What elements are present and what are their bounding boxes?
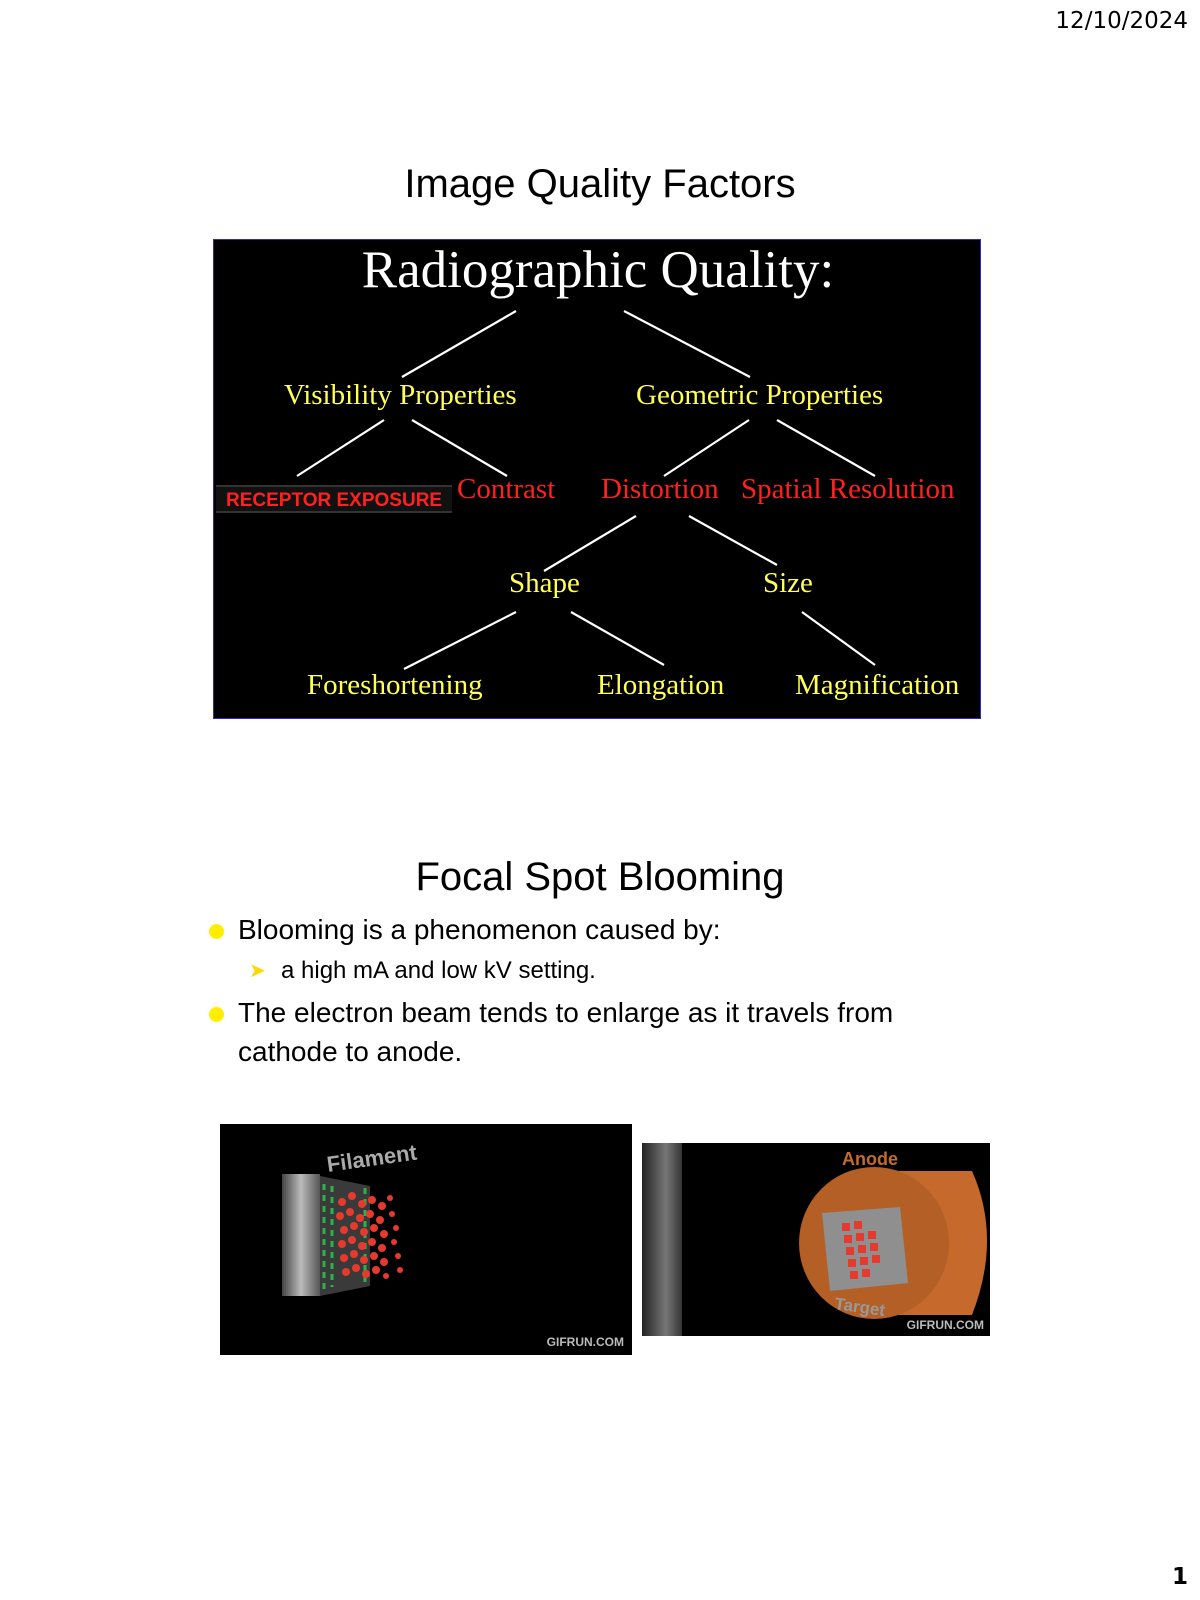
line-geometric-spatial [776,419,876,477]
bullet-text: Blooming is a phenomenon caused by: [238,914,721,945]
bullet-item: The electron beam tends to enlarge as it… [205,993,995,1071]
line-distortion-shape [543,515,637,572]
line-shape-elongation [570,611,665,666]
line-size-magnification [801,611,876,666]
spatial-resolution-label: Spatial Resolution [741,473,955,505]
foreshortening-label: Foreshortening [307,669,483,701]
geometric-properties-label: Geometric Properties [636,379,884,411]
size-label: Size [763,567,813,599]
magnification-label: Magnification [795,669,960,701]
anode-label: Anode [842,1149,898,1169]
sub-bullet-text: a high mA and low kV setting. [281,957,596,984]
bullet-item: Blooming is a phenomenon caused by: [205,910,995,949]
shape-label: Shape [509,567,580,599]
line-distortion-size [688,515,778,566]
anode-animation-image: Anode Target GIFRUN.COM [642,1143,990,1336]
filament-label: Filament [325,1140,419,1177]
watermark-text: GIFRUN.COM [906,1318,984,1332]
slide-title-image-quality: Image Quality Factors [404,162,796,206]
line-shape-foreshortening [403,611,517,670]
elongation-label: Elongation [597,669,725,701]
slide-title-focal-spot-blooming: Focal Spot Blooming [415,855,785,899]
line-visibility-contrast [411,419,508,477]
bullet-text: The electron beam tends to enlarge as it… [238,997,894,1067]
contrast-label: Contrast [457,473,556,505]
distortion-label: Distortion [601,473,719,505]
bullet-dot-icon [209,924,224,939]
page-number: 1 [1171,1564,1188,1590]
line-root-geometric [623,310,751,378]
filament-illustration: Filament [282,1140,419,1296]
tree-root-label: Radiographic Quality: [361,241,835,299]
watermark-text: GIFRUN.COM [546,1335,624,1349]
filament-animation-image: Filament GIFRUN.COM [220,1124,632,1355]
bullet-dot-icon [209,1007,224,1022]
line-geometric-distortion [663,419,750,477]
radiographic-quality-diagram: Radiographic Quality: Visibility Propert… [213,239,981,719]
line-visibility-receptor [296,419,385,477]
sub-bullet-item: ➤ a high mA and low kV setting. [205,953,995,989]
line-root-visibility [401,310,517,378]
receptor-exposure-label: RECEPTOR EXPOSURE [216,485,452,513]
tree-connector-lines [296,310,876,670]
anode-illustration: Anode Target [642,1143,987,1336]
bullet-list: Blooming is a phenomenon caused by: ➤ a … [205,910,995,1075]
arrow-bullet-icon: ➤ [249,960,266,982]
slide-date: 12/10/2024 [1055,8,1188,34]
visibility-properties-label: Visibility Properties [284,379,517,411]
